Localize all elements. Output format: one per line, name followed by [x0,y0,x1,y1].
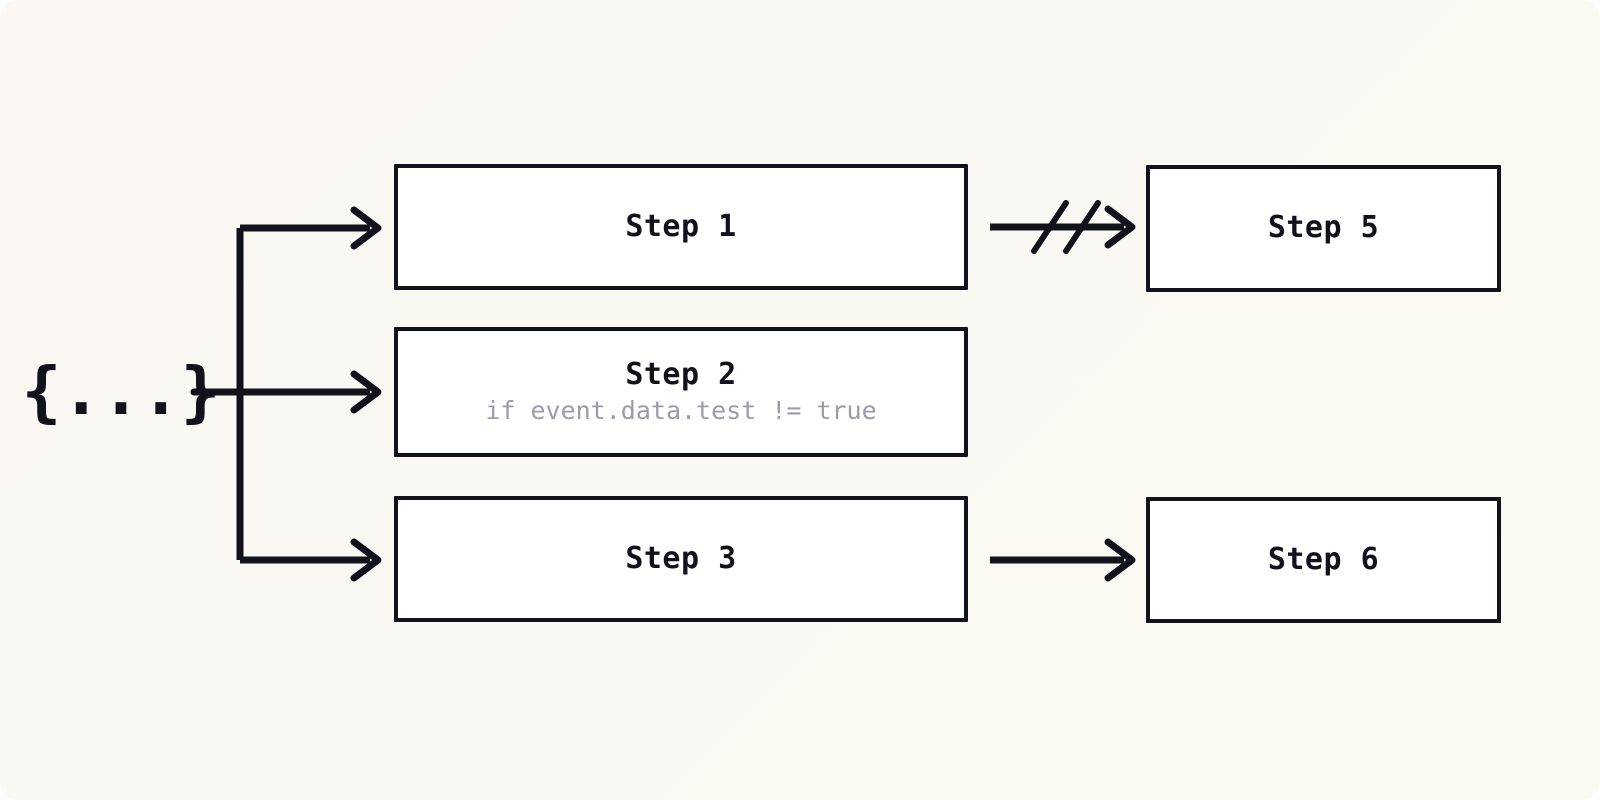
node-step-2-title: Step 2 [625,356,737,392]
trigger-label: {...} [21,353,221,430]
edge-step-1-to-step-5-crossed [990,200,1136,254]
edge-branch-to-step-3 [240,538,382,582]
node-step-2-subtitle: if event.data.test != true [485,396,877,426]
node-step-5[interactable]: Step 5 [1146,165,1501,292]
event-payload-trigger[interactable]: {...} [22,338,221,446]
node-step-1-title: Step 1 [625,208,737,244]
node-step-6[interactable]: Step 6 [1146,497,1501,623]
edge-branch-to-step-1 [240,206,382,250]
edge-branch-to-step-2 [240,370,382,414]
node-step-6-title: Step 6 [1267,541,1380,577]
node-step-5-title: Step 5 [1267,210,1380,246]
node-step-3-title: Step 3 [625,540,737,576]
node-step-2[interactable]: Step 2 if event.data.test != true [394,327,968,457]
edge-step-3-to-step-6 [990,538,1136,582]
node-step-1[interactable]: Step 1 [394,164,968,290]
node-step-3[interactable]: Step 3 [394,496,968,622]
